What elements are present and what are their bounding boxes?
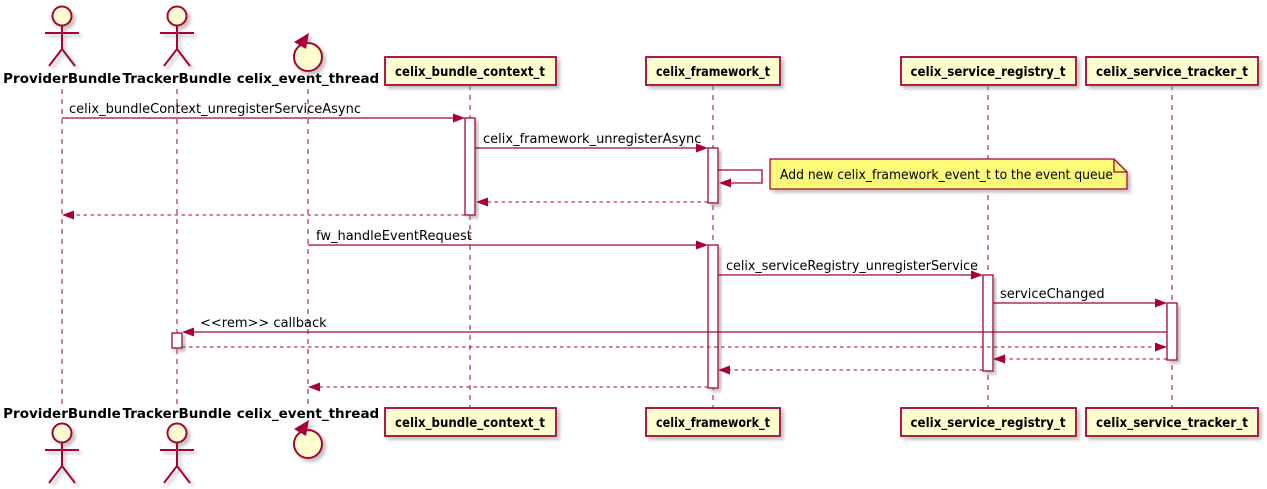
arrowhead (308, 382, 320, 392)
activation-service-registry (982, 274, 994, 372)
arrowhead (719, 178, 731, 188)
control-icon-event-thread-top (293, 33, 323, 72)
actor-label: ProviderBundle (3, 71, 121, 87)
actor-icon (160, 422, 194, 484)
control-icon (293, 33, 323, 72)
participant-box-framework-top: celix_framework_t (645, 56, 781, 86)
note: Add new celix_framework_event_t to the e… (769, 158, 1128, 190)
participant-label: celix_bundle_context_t (395, 64, 545, 80)
actor-trackerbundle-bottom (160, 422, 194, 484)
return-framework-to-event-thread (308, 382, 708, 392)
participant-box-bundle-context-top: celix_bundle_context_t (384, 56, 557, 86)
activation-framework-2 (707, 244, 719, 389)
participant-box-service-tracker-top: celix_service_tracker_t (1085, 56, 1259, 86)
message-label: celix_serviceRegistry_unregisterService (726, 259, 978, 274)
activation-trackerbundle (171, 332, 183, 349)
arrowhead (62, 210, 74, 220)
arrowhead (971, 270, 983, 280)
arrowhead (696, 240, 708, 250)
arrowhead (718, 365, 730, 375)
participants-top: ProviderBundle celix_event_thread Tracke… (3, 5, 1259, 87)
message-label: celix_framework_unregisterAsync (483, 132, 701, 147)
activation-service-tracker (1166, 302, 1178, 361)
actor-label: TrackerBundle (123, 71, 232, 87)
message-label: celix_bundleContext_unregisterServiceAsy… (69, 102, 361, 117)
actor-label: TrackerBundle (123, 406, 232, 422)
message-unregister-service-async: celix_bundleContext_unregisterServiceAsy… (62, 102, 465, 123)
actor-providerbundle-top: ProviderBundle (3, 5, 121, 87)
arrowhead (993, 354, 1005, 364)
note-text: Add new celix_framework_event_t to the e… (780, 168, 1113, 183)
participants-bottom: ProviderBundle TrackerBundle celix_event… (3, 406, 1259, 484)
message-label: fw_handleEventRequest (316, 229, 472, 244)
arrowhead (182, 327, 194, 337)
participant-box-service-registry-top: celix_service_registry_t (900, 56, 1077, 86)
arrowhead (453, 113, 465, 123)
message-framework-unregister-async: celix_framework_unregisterAsync (475, 132, 708, 153)
actor-icon (45, 422, 79, 484)
actor-icon (160, 5, 194, 67)
activation-bundle-context (464, 117, 476, 216)
actor-providerbundle-bottom (45, 422, 79, 484)
participant-label: celix_service_registry_t (911, 415, 1066, 431)
control-icon (293, 420, 323, 459)
participant-label: celix_bundle_context_t (395, 415, 545, 431)
message-label: <<rem>> callback (200, 316, 327, 331)
activation-framework-1 (707, 147, 719, 204)
note-shape (769, 158, 1128, 190)
return-trackerbundle-to-tracker (182, 342, 1167, 352)
participant-box-service-registry-bottom: celix_service_registry_t (900, 407, 1077, 437)
arrowhead (1155, 342, 1167, 352)
actor-trackerbundle-top: celix_event_thread TrackerBundle (123, 5, 379, 87)
participant-label: celix_service_registry_t (911, 64, 1066, 80)
messages: celix_bundleContext_unregisterServiceAsy… (62, 102, 1167, 392)
participant-label: celix_service_tracker_t (1096, 64, 1248, 80)
arrowhead (476, 197, 488, 207)
participant-label: celix_service_tracker_t (1096, 415, 1248, 431)
return-tracker-to-registry (993, 354, 1167, 364)
message-self-add-event (718, 169, 763, 188)
message-registry-unregister-service: celix_serviceRegistry_unregisterService (718, 259, 983, 280)
participant-box-service-tracker-bottom: celix_service_tracker_t (1085, 407, 1259, 437)
return-context-to-provider (62, 210, 465, 220)
return-framework-to-context (476, 197, 708, 207)
activation-bars (171, 117, 1178, 389)
message-service-changed: serviceChanged (993, 287, 1167, 308)
message-rem-callback: <<rem>> callback (182, 316, 1167, 337)
participant-box-framework-bottom: celix_framework_t (645, 407, 781, 437)
message-fw-handle-event-request: fw_handleEventRequest (308, 229, 708, 250)
control-icon-event-thread-bottom (293, 420, 323, 459)
arrowhead (1155, 298, 1167, 308)
participant-label: celix_framework_t (656, 415, 770, 431)
participant-box-bundle-context-bottom: celix_bundle_context_t (384, 407, 557, 437)
arrowhead (696, 143, 708, 153)
note-fold (1113, 159, 1127, 173)
control-label: celix_event_thread (237, 71, 379, 87)
actor-icon (45, 5, 79, 67)
return-registry-to-framework (718, 365, 983, 375)
control-label: celix_event_thread (237, 406, 379, 422)
message-label: serviceChanged (1000, 287, 1105, 302)
participant-label: celix_framework_t (656, 64, 770, 80)
actor-label: ProviderBundle (3, 406, 121, 422)
